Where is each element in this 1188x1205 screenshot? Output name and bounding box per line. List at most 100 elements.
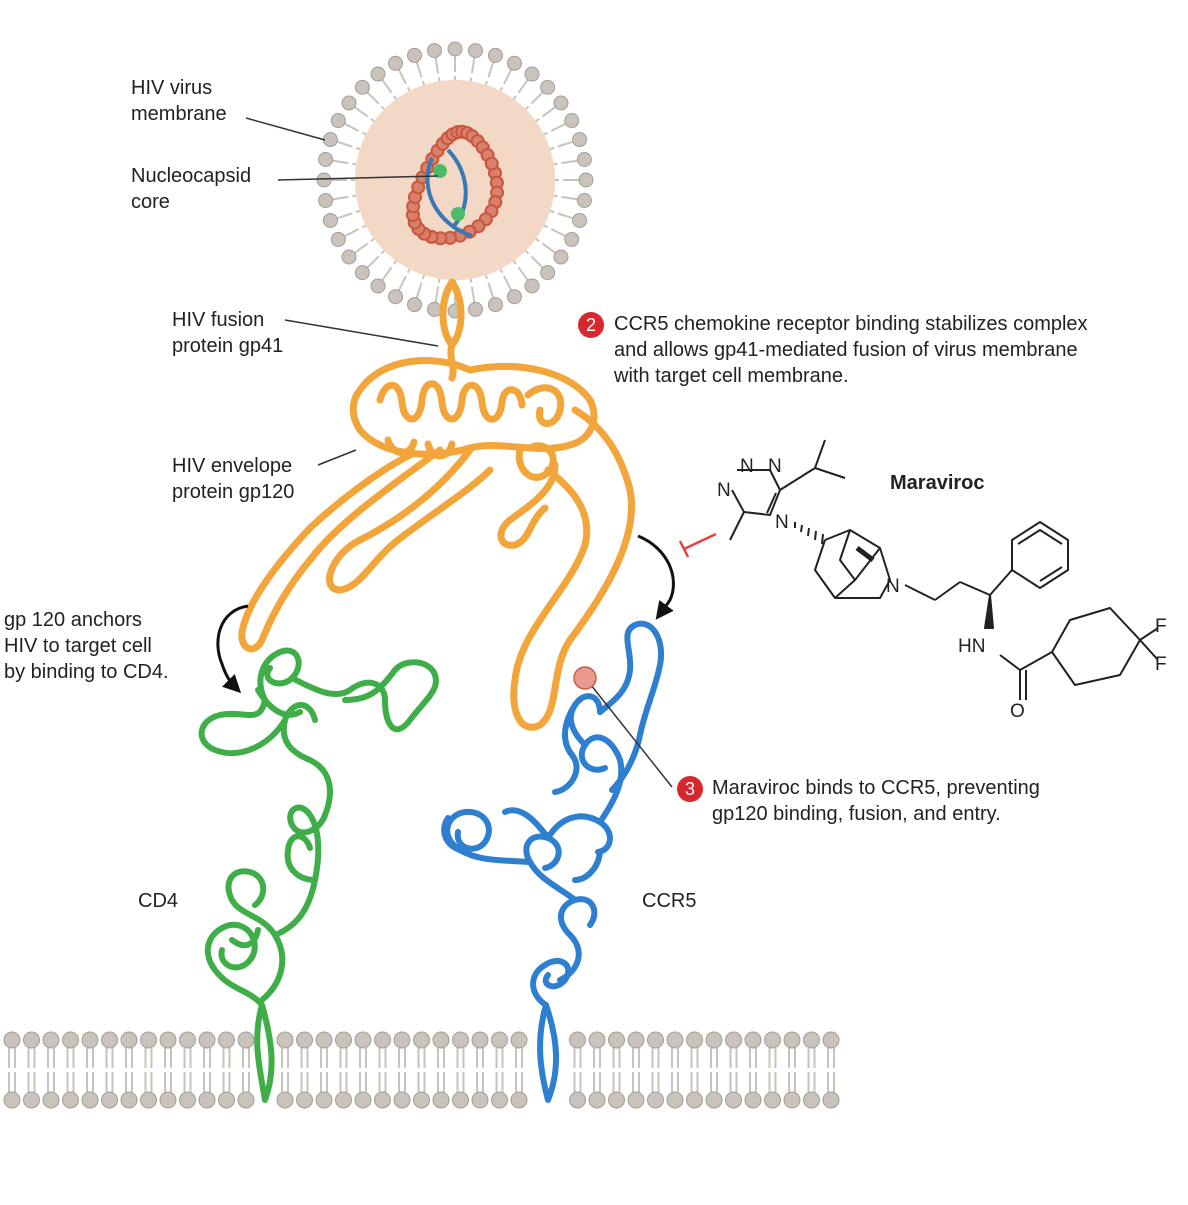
maraviroc-atom-labels: N N N N N HN O F F [717, 456, 1167, 722]
virus-lipid-tail-outer [561, 159, 578, 165]
label-ccr5: CCR5 [642, 890, 697, 912]
membrane-lipid-head [42, 1091, 60, 1109]
membrane-lipid-head [686, 1091, 703, 1109]
ccr5-receptor [441, 620, 665, 1103]
virus-lipid-tail-outer [530, 255, 544, 269]
label-gp41: HIV fusion protein gp41 [172, 307, 283, 359]
virus-lipid-tail-outer [344, 228, 360, 238]
virus-lipid-head [564, 231, 580, 247]
virus-lipid-tail-outer [557, 212, 574, 220]
gp120-envelope-protein [238, 357, 635, 731]
virus-lipid-head [370, 66, 386, 82]
membrane-lipid-head [276, 1091, 294, 1109]
cd4-receptor [198, 647, 439, 1103]
membrane-lipid-head [686, 1031, 703, 1049]
label-anchors-line2: HIV to target cell [4, 635, 152, 657]
membrane-lipid-head [627, 1031, 645, 1049]
membrane-lipid-head [822, 1031, 840, 1049]
membrane-lipid-head [3, 1031, 21, 1049]
membrane-lipid-head [510, 1091, 528, 1109]
membrane-lipid-head [179, 1031, 196, 1049]
membrane-lipid-head [81, 1031, 99, 1049]
label-anchors-line1: gp 120 anchors [4, 609, 142, 631]
label-nucleocapsid-line1: Nucleocapsid [131, 165, 252, 187]
virus-lipid-head [447, 41, 463, 57]
virus-lipid-head [487, 47, 503, 63]
membrane-lipid-head [296, 1091, 313, 1109]
virus-lipid-head [407, 297, 423, 313]
step-2-line1: CCR5 chemokine receptor binding stabiliz… [614, 313, 1088, 335]
virus-lipid-head [322, 132, 338, 148]
leader-nucleocapsid [277, 175, 439, 181]
virus-lipid-tail-outer [397, 69, 407, 85]
virus-lipid-tail-outer [470, 57, 476, 74]
virus-lipid-tail-outer [366, 91, 380, 105]
virus-lipid-tail-outer [487, 282, 495, 299]
atom-f2: F [1155, 654, 1167, 675]
virus-lipid-head [540, 79, 556, 95]
membrane-lipid-head [218, 1031, 235, 1049]
virus-lipid-head [330, 231, 346, 247]
step-3-text: Maraviroc binds to CCR5, preventing gp12… [712, 775, 1040, 827]
virus-lipid-head [553, 249, 569, 265]
virus-lipid-tail-outer [517, 79, 529, 94]
binding-arrow-ccr5 [637, 534, 675, 620]
label-gp120-line1: HIV envelope [172, 455, 293, 477]
virus-lipid-tail-outer [434, 57, 440, 74]
label-virus-membrane-line2: membrane [131, 103, 227, 125]
atom-f1: F [1155, 616, 1167, 637]
membrane-lipid-head [705, 1031, 723, 1049]
step-3-line2: gp120 binding, fusion, and entry. [712, 803, 1001, 825]
virus-lipid-tail-outer [354, 106, 369, 118]
step-2-badge: 2 [578, 312, 604, 338]
atom-n5: N [886, 576, 900, 597]
maraviroc-structure [729, 439, 1159, 700]
membrane-lipid-head [335, 1091, 352, 1109]
target-cell-membrane [3, 1031, 840, 1109]
membrane-lipid-head [179, 1091, 196, 1109]
virus-lipid-head [576, 192, 592, 208]
membrane-lipid-head [725, 1031, 742, 1049]
membrane-lipid-head [62, 1031, 79, 1049]
leader-lines [245, 117, 673, 788]
virus-membrane-bilayer [316, 41, 594, 319]
membrane-lipid-head [588, 1091, 606, 1109]
virus-lipid-head [427, 43, 443, 59]
virus-lipid-tail-outer [550, 228, 566, 238]
label-nucleocapsid-line2: core [131, 191, 170, 213]
membrane-lipid-head [296, 1031, 313, 1049]
membrane-lipid-head [62, 1091, 79, 1109]
membrane-lipid-head [510, 1031, 528, 1049]
virus-lipid-tail-outer [541, 242, 556, 254]
membrane-lipid-head [569, 1031, 586, 1049]
virus-lipid-tail-outer [434, 286, 440, 303]
membrane-lipid-head [3, 1091, 21, 1109]
label-gp41-line1: HIV fusion [172, 309, 265, 331]
step-3-line1: Maraviroc binds to CCR5, preventing [712, 777, 1040, 799]
membrane-lipid-head [237, 1091, 255, 1109]
virus-lipid-head [576, 152, 592, 168]
membrane-lipid-head [588, 1031, 606, 1049]
label-nucleocapsid: Nucleocapsid core [131, 163, 251, 215]
virus-lipid-head [354, 265, 370, 281]
leader-virus-membrane [245, 117, 326, 141]
atom-n1: N [717, 480, 731, 501]
membrane-lipid-head [374, 1031, 391, 1049]
label-gp41-line2: protein gp41 [172, 335, 284, 357]
virus-lipid-tail-outer [354, 242, 369, 254]
virus-lipid-tail-outer [470, 286, 476, 303]
atom-n3: N [768, 456, 782, 477]
virus-lipid-tail-outer [487, 61, 495, 78]
atom-hn: HN [958, 636, 985, 657]
membrane-lipid-head [471, 1091, 489, 1109]
membrane-lipid-head [764, 1031, 781, 1049]
label-gp120: HIV envelope protein gp120 [172, 453, 294, 505]
membrane-lipid-head [159, 1091, 177, 1109]
virus-lipid-head [467, 43, 483, 59]
virus-lipid-head [388, 55, 404, 71]
membrane-lipid-head [608, 1091, 625, 1109]
virus-lipid-head [341, 95, 357, 111]
inhibition-symbol [678, 532, 717, 558]
label-anchors: gp 120 anchors HIV to target cell by bin… [4, 607, 169, 685]
membrane-lipid-head [23, 1031, 40, 1049]
